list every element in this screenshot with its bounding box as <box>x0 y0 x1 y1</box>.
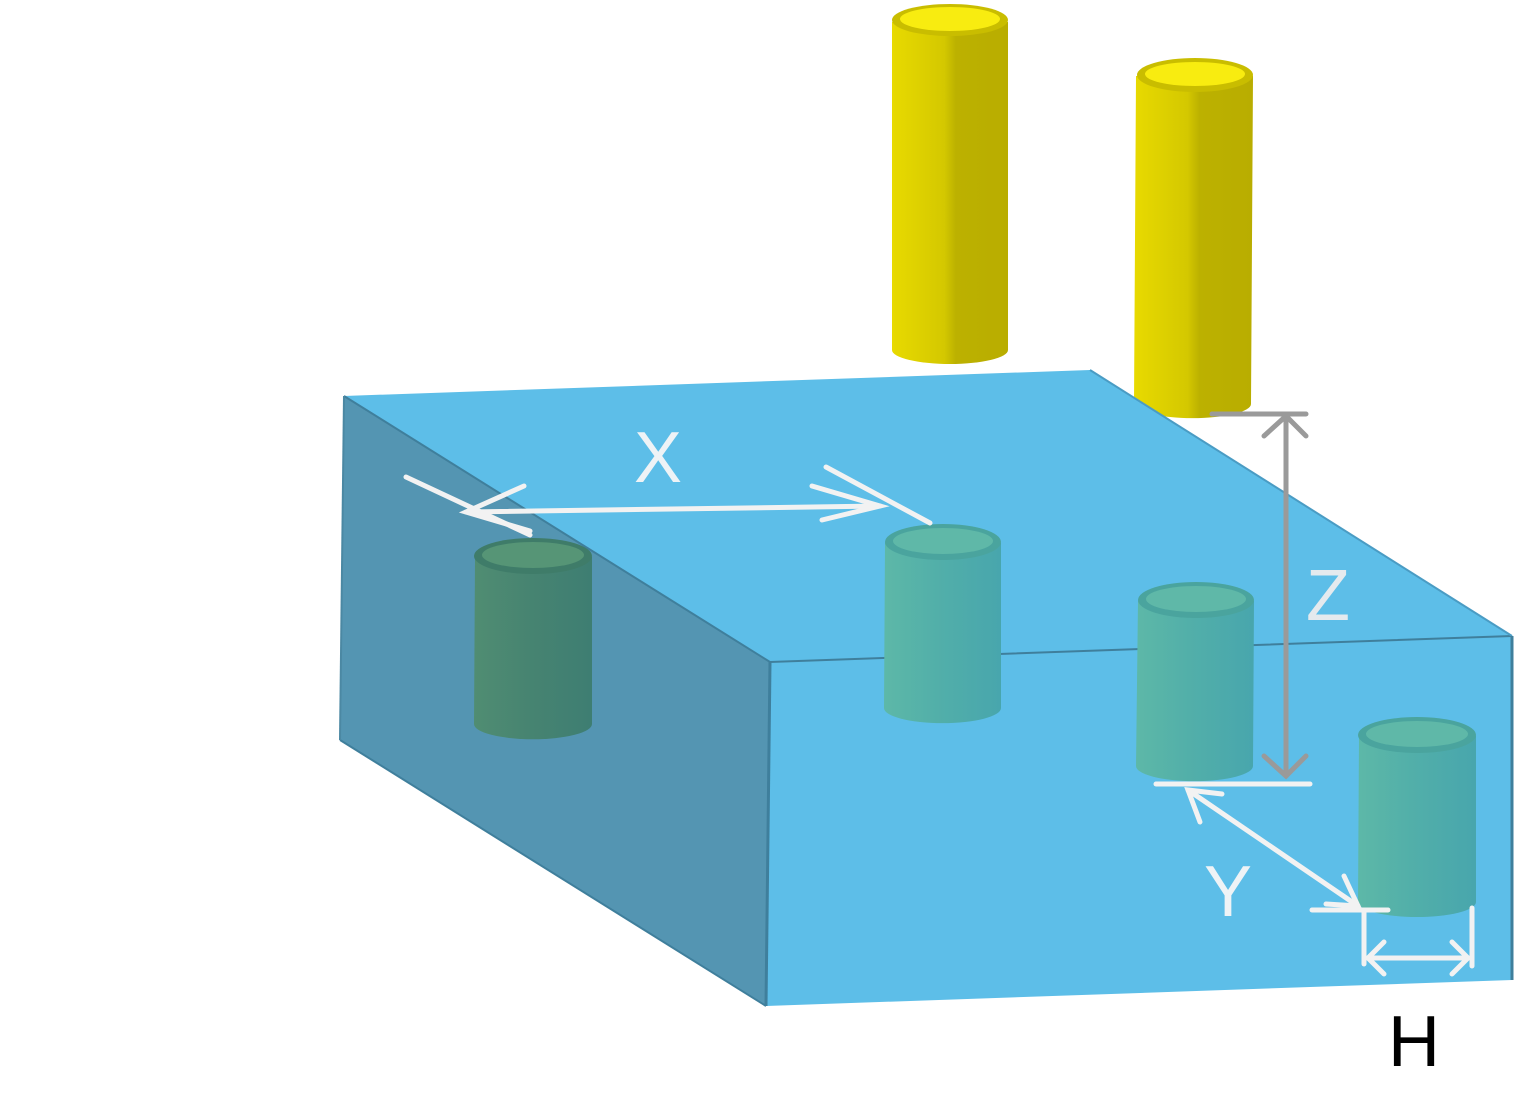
y-label: Y <box>1204 852 1252 932</box>
block-edges <box>339 369 1514 1007</box>
z-label: Z <box>1306 556 1350 636</box>
z-dimension <box>1209 411 1309 780</box>
probe-pin-2 <box>1134 58 1253 419</box>
h-label: H <box>1388 1002 1440 1082</box>
h-dimension <box>1361 905 1475 977</box>
embedded-pin-3 <box>1136 582 1254 782</box>
embedded-pin-2 <box>884 524 1001 724</box>
embedded-pin-1 <box>474 538 592 740</box>
x-dimension <box>403 464 933 538</box>
embedded-pin-4 <box>1358 717 1476 917</box>
y-dimension <box>1153 781 1391 913</box>
block-front-face <box>766 636 1512 1006</box>
x-label: X <box>634 418 682 498</box>
probe-pin-1 <box>892 4 1008 364</box>
